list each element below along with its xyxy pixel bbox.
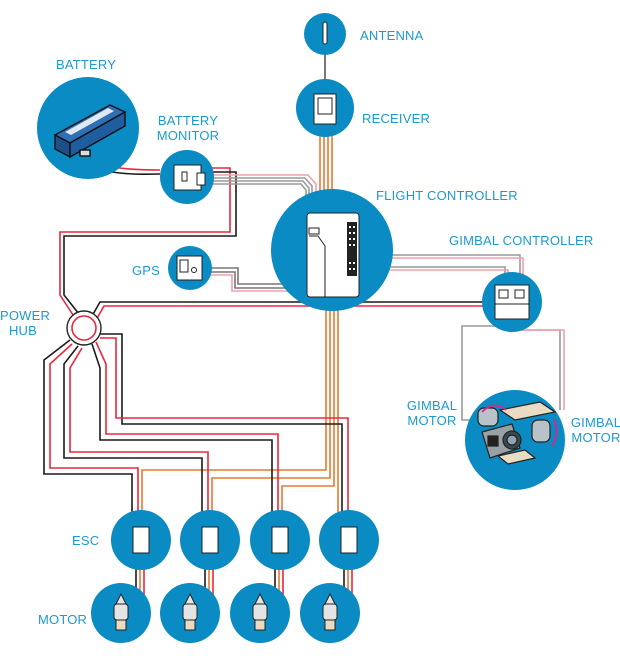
flight-controller-label: FLIGHT CONTROLLER [376,188,518,203]
motor-icon [182,592,198,631]
monitor-hub-power [59,167,231,319]
gimbal-motor-right-label-line2: MOTOR [571,430,620,445]
battery-monitor-node [160,150,214,204]
motor-icon [322,592,338,631]
battery-label: BATTERY [56,57,117,72]
gimbal-motor-left-label-line2: MOTOR [407,413,457,428]
power-hub-label: POWER HUB [0,308,51,338]
battery-node [37,77,139,179]
hub-esc-ground-wires [43,333,343,525]
power-hub-node [66,310,102,346]
flight-controller-icon [306,212,360,298]
motor-nodes [91,583,360,643]
esc-nodes [111,510,379,570]
receiver-label: RECEIVER [362,111,431,126]
nodes [37,13,565,643]
gimbal-motor-right-label-line1: GIMBAL [570,415,620,430]
gimbal-controller-node [482,272,542,332]
gimbal-controller-label: GIMBAL CONTROLLER [449,233,594,248]
hub-esc-power-wires [49,337,349,525]
esc-node-3 [250,510,310,570]
gps-node [168,246,212,290]
rotation-arrow-icon [481,404,507,413]
battery-monitor-label-line2: MONITOR [156,128,220,143]
motor-node-1 [91,583,151,643]
antenna-node [304,13,346,55]
hub-gimbal-power [95,305,540,321]
esc-icon [132,526,150,554]
power-hub-label-line2: HUB [8,323,38,338]
receiver-node [296,79,354,137]
motor-node-2 [160,583,220,643]
motor-label: MOTOR [38,612,88,627]
antenna-icon [322,21,328,45]
esc-icon [271,526,289,554]
gimbal-controller-icon [494,284,530,320]
rotation-arrow-icon [551,419,558,447]
monitor-hub-ground [63,171,237,315]
power-hub-label-line1: POWER [0,308,51,323]
hub-gimbal-ground [91,301,540,317]
battery-monitor-label: BATTERY MONITOR [156,113,220,143]
power-hub-icon [71,315,97,341]
esc-node-2 [180,510,240,570]
esc-node-1 [111,510,171,570]
fc-esc-signal-wires [141,300,350,526]
battery-monitor-label-line1: BATTERY [157,113,219,128]
gps-label: GPS [132,263,161,278]
esc-icon [340,526,358,554]
esc-node-4 [319,510,379,570]
battery-icon [53,104,127,159]
gps-fc-data [210,267,315,289]
gimbal-motor-left-label-line1: GIMBAL [406,398,458,413]
flight-controller-node [271,189,393,311]
motor-icon [113,592,129,631]
motor-node-3 [230,583,290,643]
gimbal-motor-left-label: GIMBAL MOTOR [406,398,458,428]
receiver-icon [313,93,337,125]
antenna-label: ANTENNA [360,28,424,43]
esc-icon [201,526,219,554]
motor-node-4 [300,583,360,643]
gimbal-motor-right-label: GIMBAL MOTOR [570,415,620,445]
gimbal-motor-node [465,390,565,490]
motor-icon [252,592,268,631]
gimbal-camera-icon [477,401,557,465]
esc-label: ESC [72,533,100,548]
